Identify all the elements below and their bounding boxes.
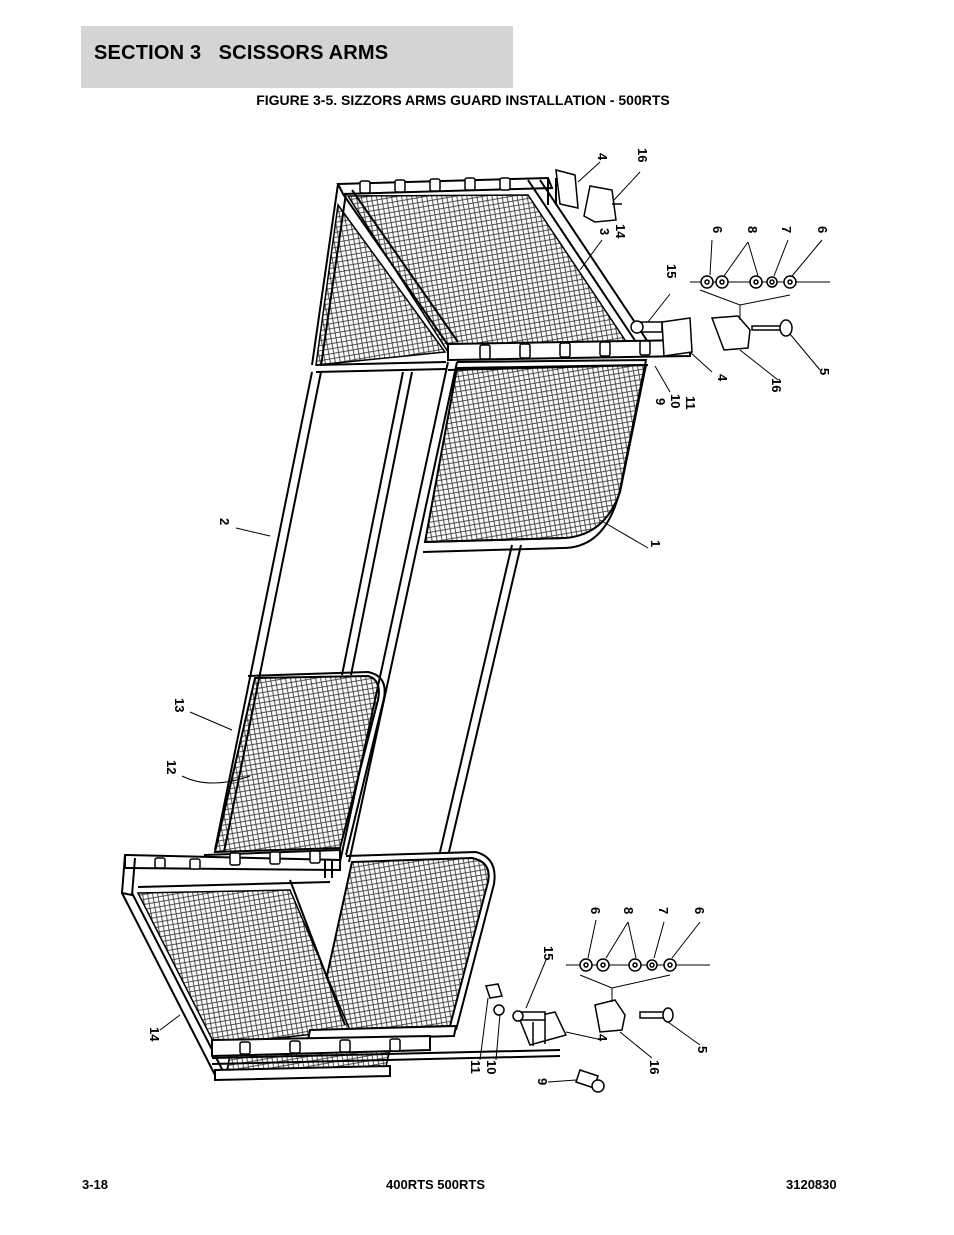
callout-1: 1 <box>648 540 663 547</box>
callout-labels: 4 16 3 14 6 8 7 6 15 4 16 5 9 10 11 2 1 … <box>147 148 832 1085</box>
callout-8-bottom: 8 <box>621 907 636 914</box>
callout-10-top: 10 <box>668 394 683 408</box>
mesh-panel-1 <box>423 363 648 544</box>
mesh-panels <box>136 194 648 1076</box>
callout-4-bottom: 4 <box>595 1034 610 1042</box>
callout-8-top: 8 <box>745 226 760 233</box>
callout-4-top: 4 <box>595 153 610 161</box>
footer-document-number: 3120830 <box>786 1177 837 1192</box>
section-header: SECTION 3 SCISSORS ARMS <box>81 26 513 88</box>
callout-9-top: 9 <box>653 398 668 405</box>
callout-16-bottom: 16 <box>647 1060 662 1074</box>
bracket-16-right <box>710 315 751 351</box>
mesh-panel-12 <box>213 674 380 854</box>
nut-11 <box>485 983 503 999</box>
bolt-5-bottom <box>639 1011 666 1019</box>
guard-frame <box>120 176 691 1082</box>
callout-6-top-a: 6 <box>710 226 725 233</box>
bracket-4-top <box>555 168 579 209</box>
callout-6-top-b: 6 <box>815 226 830 233</box>
callout-5-right: 5 <box>817 368 832 375</box>
hardware-top <box>555 168 830 357</box>
footer-page-number: 3-18 <box>82 1177 109 1192</box>
mesh-panel-top-left <box>315 203 447 366</box>
bracket-4-right <box>661 317 693 357</box>
bracket-16-top <box>583 185 617 223</box>
callout-5-bottom: 5 <box>695 1046 710 1053</box>
section-title: SECTION 3 SCISSORS ARMS <box>94 42 389 64</box>
callout-7-bottom: 7 <box>656 907 671 914</box>
washer-row-top <box>690 275 830 289</box>
callout-2: 2 <box>217 518 232 525</box>
leader-lines <box>159 161 823 1083</box>
callout-15-top: 15 <box>664 264 679 278</box>
callout-6-bottom-a: 6 <box>588 907 603 914</box>
callout-10-bottom: 10 <box>484 1060 499 1074</box>
callout-9-bottom: 9 <box>535 1078 550 1085</box>
callout-13: 13 <box>172 698 187 712</box>
figure-caption-text: FIGURE 3-5. SIZZORS ARMS GUARD INSTALLAT… <box>256 92 670 108</box>
washer-row-bottom <box>566 958 710 972</box>
bracket-16-bottom <box>594 999 626 1033</box>
callout-14-bottom: 14 <box>147 1027 162 1042</box>
callout-6-bottom-b: 6 <box>692 907 707 914</box>
callout-15-bottom: 15 <box>541 946 556 960</box>
mesh-panel-bottom-front <box>313 856 490 1032</box>
callout-16-top: 16 <box>635 148 650 162</box>
callout-16-right: 16 <box>769 378 784 392</box>
figure-caption: FIGURE 3-5. SIZZORS ARMS GUARD INSTALLAT… <box>0 92 954 108</box>
footer-models: 400RTS 500RTS <box>386 1177 485 1192</box>
hardware-bottom <box>485 958 710 1093</box>
callout-11-bottom: 11 <box>468 1060 483 1074</box>
bolt-5-right <box>751 325 783 331</box>
callout-4-right: 4 <box>715 374 730 382</box>
callout-12: 12 <box>164 760 179 774</box>
callout-14-top: 14 <box>613 224 628 239</box>
tube-clamps <box>154 177 651 1055</box>
callout-11-top: 11 <box>683 396 698 410</box>
callout-7-top: 7 <box>779 226 794 233</box>
callout-3: 3 <box>597 228 612 235</box>
